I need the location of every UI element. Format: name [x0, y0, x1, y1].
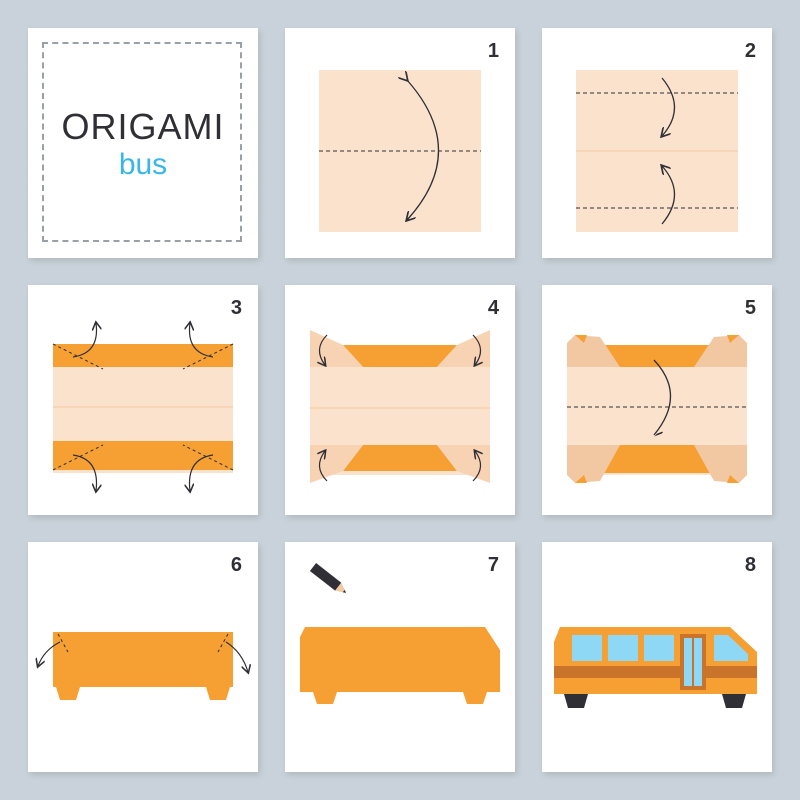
bus-door-panel	[684, 638, 692, 686]
step-number: 7	[487, 554, 499, 576]
corner-tip	[727, 475, 739, 483]
fold-arrow-icon	[319, 334, 328, 365]
paper-body	[567, 345, 747, 475]
step-number: 2	[744, 40, 756, 62]
dashed-frame	[42, 42, 242, 242]
folded-flap	[694, 445, 747, 483]
top-band	[53, 344, 233, 367]
step-number: 5	[744, 297, 756, 319]
step-2-card: 2	[542, 28, 772, 258]
fold-arrow-icon	[319, 451, 328, 482]
corner-tip	[575, 475, 587, 483]
bottom-band	[343, 445, 457, 471]
step-8-diagram	[554, 627, 757, 708]
fold-arrow-icon	[225, 641, 248, 672]
step-7-diagram	[300, 563, 500, 704]
fold-arrow-icon	[472, 451, 481, 482]
bus-window	[608, 635, 638, 661]
corner-tip	[575, 335, 587, 343]
bus-window	[644, 635, 674, 661]
step-number: 4	[487, 297, 499, 319]
step-5-card: 5	[542, 285, 772, 515]
step-5-diagram	[567, 335, 747, 483]
bus-door-panel	[694, 638, 702, 686]
step-3-diagram	[52, 285, 234, 515]
step-1-diagram	[319, 70, 481, 232]
title-main: ORIGAMI	[61, 106, 225, 147]
top-band	[600, 345, 714, 367]
top-band	[343, 345, 457, 367]
fold-arrow-icon	[189, 454, 214, 491]
bottom-band	[600, 445, 714, 473]
title-card: ORIGAMI bus	[28, 28, 258, 258]
step-number: 8	[744, 554, 756, 576]
fold-arrow-icon	[189, 323, 214, 358]
fold-arrow-icon	[472, 334, 481, 365]
folded-flap	[694, 335, 747, 367]
step-4-card: 4	[285, 285, 515, 515]
bus-door	[680, 634, 706, 690]
bus-wheel	[722, 694, 746, 708]
fold-arrow-icon	[38, 641, 61, 666]
corner-tip	[727, 335, 739, 343]
bus-window	[572, 635, 602, 661]
wheel-tab	[206, 687, 230, 700]
step-6-card: 6	[28, 542, 258, 772]
fold-arrow-icon	[654, 359, 672, 435]
fold-arrow-icon	[72, 323, 97, 358]
fold-arrow-icon	[662, 166, 675, 225]
wheel-tab	[56, 687, 80, 700]
step-number: 3	[230, 297, 242, 319]
bus-body	[300, 627, 500, 692]
folded-flap	[567, 335, 620, 367]
pencil-icon	[309, 563, 347, 593]
folded-flap	[567, 445, 620, 483]
step-3-card: 3	[28, 285, 258, 515]
bus-wheel	[564, 694, 588, 708]
step-7-card: 7	[285, 542, 515, 772]
fold-arrow-icon	[662, 77, 675, 136]
title-sub: bus	[118, 148, 168, 181]
bus-body	[53, 632, 233, 687]
step-4-diagram	[310, 330, 490, 483]
fold-arrow-icon	[72, 454, 97, 491]
wheel-tab	[463, 692, 487, 704]
step-6-diagram	[28, 632, 258, 700]
step-number: 1	[487, 40, 499, 62]
wheel-tab	[313, 692, 337, 704]
step-8-card: 8	[542, 542, 772, 772]
bus-windshield	[714, 635, 748, 661]
paper-body	[310, 345, 490, 475]
step-1-card: 1	[285, 28, 515, 258]
step-number: 6	[230, 554, 242, 576]
step-2-diagram	[576, 70, 738, 232]
bottom-band	[53, 441, 233, 470]
bus-stripe	[554, 666, 757, 678]
fold-arrow-icon	[407, 80, 440, 220]
